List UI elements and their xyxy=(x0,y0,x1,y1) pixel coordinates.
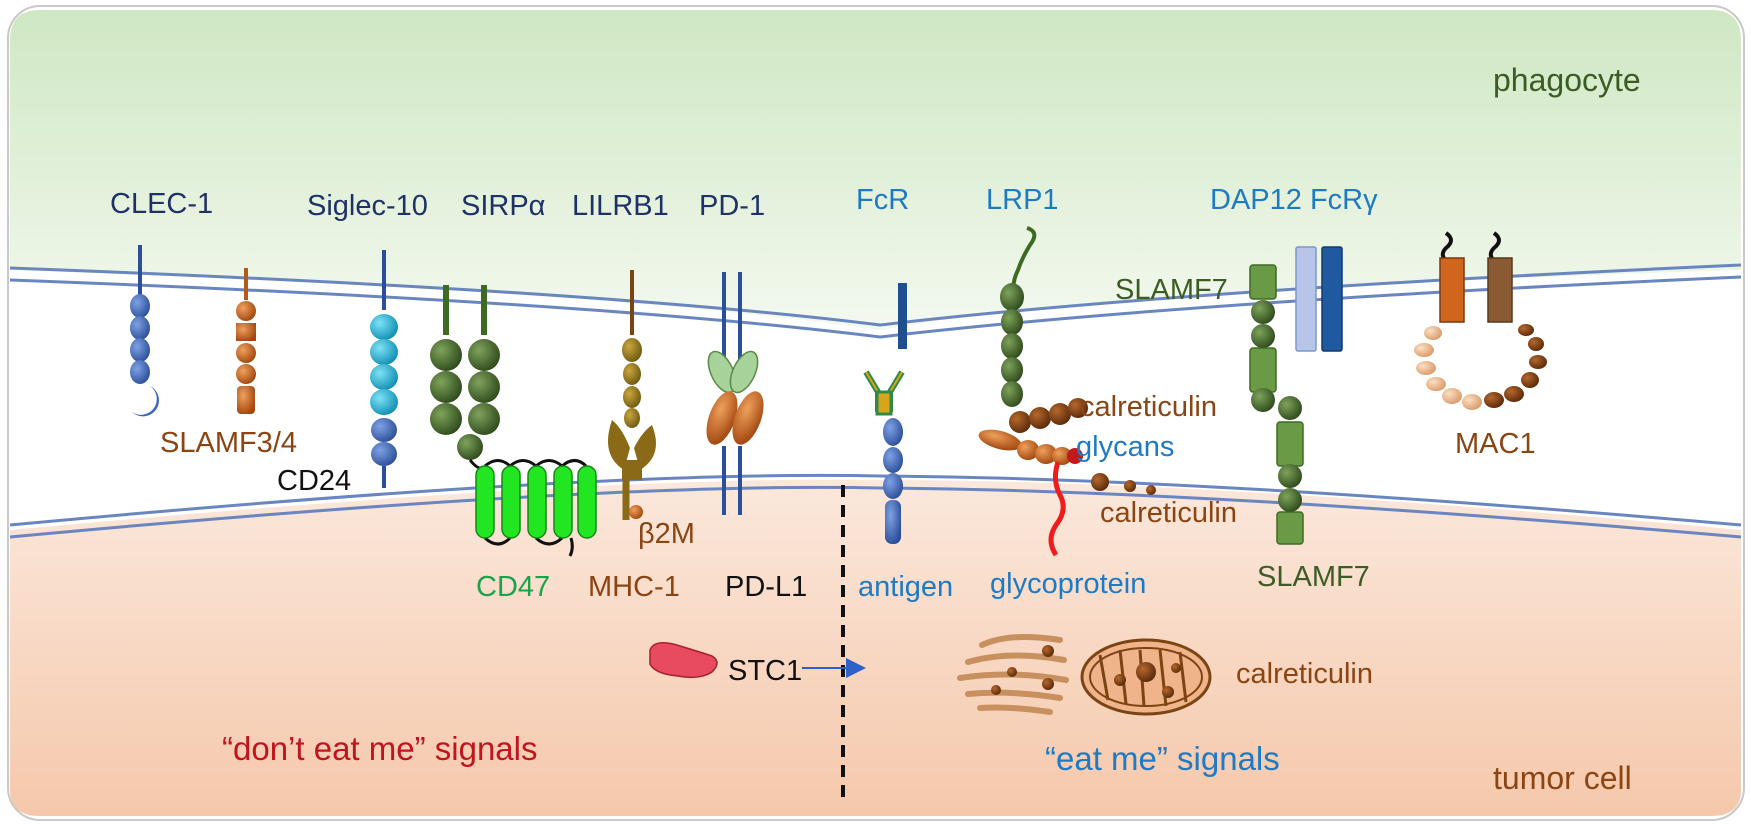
dont-eat-me-caption: “don’t eat me” signals xyxy=(222,730,538,767)
slamf7-bottom-receptor xyxy=(1276,396,1304,545)
pdl1-label: PD-L1 xyxy=(725,571,808,603)
mhc1-protein xyxy=(608,420,656,520)
pdl1-protein xyxy=(706,391,764,515)
stc1-label: STC1 xyxy=(728,655,803,687)
slamf34-label: SLAMF3/4 xyxy=(160,427,297,459)
sirpa-label: SIRPα xyxy=(461,190,546,222)
cd24-label: CD24 xyxy=(277,465,352,497)
stc1-protein xyxy=(649,642,718,679)
glycans-label: glycans xyxy=(1076,431,1175,463)
siglec10-receptor xyxy=(370,250,398,488)
glycoprotein-strand xyxy=(1048,461,1066,557)
pd1-receptor xyxy=(707,272,759,394)
slamf7-bottom-label: SLAMF7 xyxy=(1257,561,1370,593)
calreticulin-label-2: calreticulin xyxy=(1100,497,1237,529)
dap12-fcrg-label: DAP12 FcRγ xyxy=(1210,184,1378,216)
mac1-label: MAC1 xyxy=(1455,428,1536,460)
lilrb1-label: LILRB1 xyxy=(572,190,669,222)
tumor-cell-label: tumor cell xyxy=(1493,760,1632,796)
siglec10-label: Siglec-10 xyxy=(307,190,428,222)
antigen-label: antigen xyxy=(858,571,954,603)
dap12-fcrg-receptor xyxy=(1295,246,1343,352)
mitochondrion-organelle xyxy=(1080,638,1212,716)
eat-me-caption: “eat me” signals xyxy=(1045,740,1280,777)
clec1-receptor xyxy=(130,245,160,417)
phagocyte-membrane xyxy=(9,263,1742,339)
mhc1-label: MHC-1 xyxy=(588,571,680,603)
lilrb1-receptor xyxy=(622,270,642,428)
tumor-membrane xyxy=(9,473,1742,539)
glycoprotein-label: glycoprotein xyxy=(990,568,1147,600)
fcr-receptor xyxy=(863,283,907,416)
tumor-region xyxy=(10,479,1741,816)
fcr-label: FcR xyxy=(856,184,910,216)
calreticulin-chain xyxy=(1009,398,1088,433)
cd47-label: CD47 xyxy=(476,571,551,603)
mac1-receptor xyxy=(1414,231,1547,410)
slamf7-top-receptor xyxy=(1249,264,1277,412)
slamf34-receptor xyxy=(236,268,256,414)
cd47-protein xyxy=(475,459,597,557)
calreticulin-label-3: calreticulin xyxy=(1236,658,1373,690)
lrp1-receptor xyxy=(1000,226,1037,407)
calreticulin-label-1: calreticulin xyxy=(1080,391,1217,423)
phagocyte-label: phagocyte xyxy=(1493,62,1641,98)
sirpa-receptor xyxy=(430,285,500,470)
antigen-protein xyxy=(883,418,903,544)
clec1-label: CLEC-1 xyxy=(110,188,214,220)
calreticulin-dots xyxy=(1091,473,1156,495)
lrp1-label: LRP1 xyxy=(986,184,1059,216)
b2m-label: β2M xyxy=(638,518,695,550)
pd1-label: PD-1 xyxy=(699,190,766,222)
glycans-cluster xyxy=(978,429,1083,465)
slamf7-top-label: SLAMF7 xyxy=(1115,274,1228,306)
golgi-calreticulin-dots xyxy=(991,645,1054,695)
